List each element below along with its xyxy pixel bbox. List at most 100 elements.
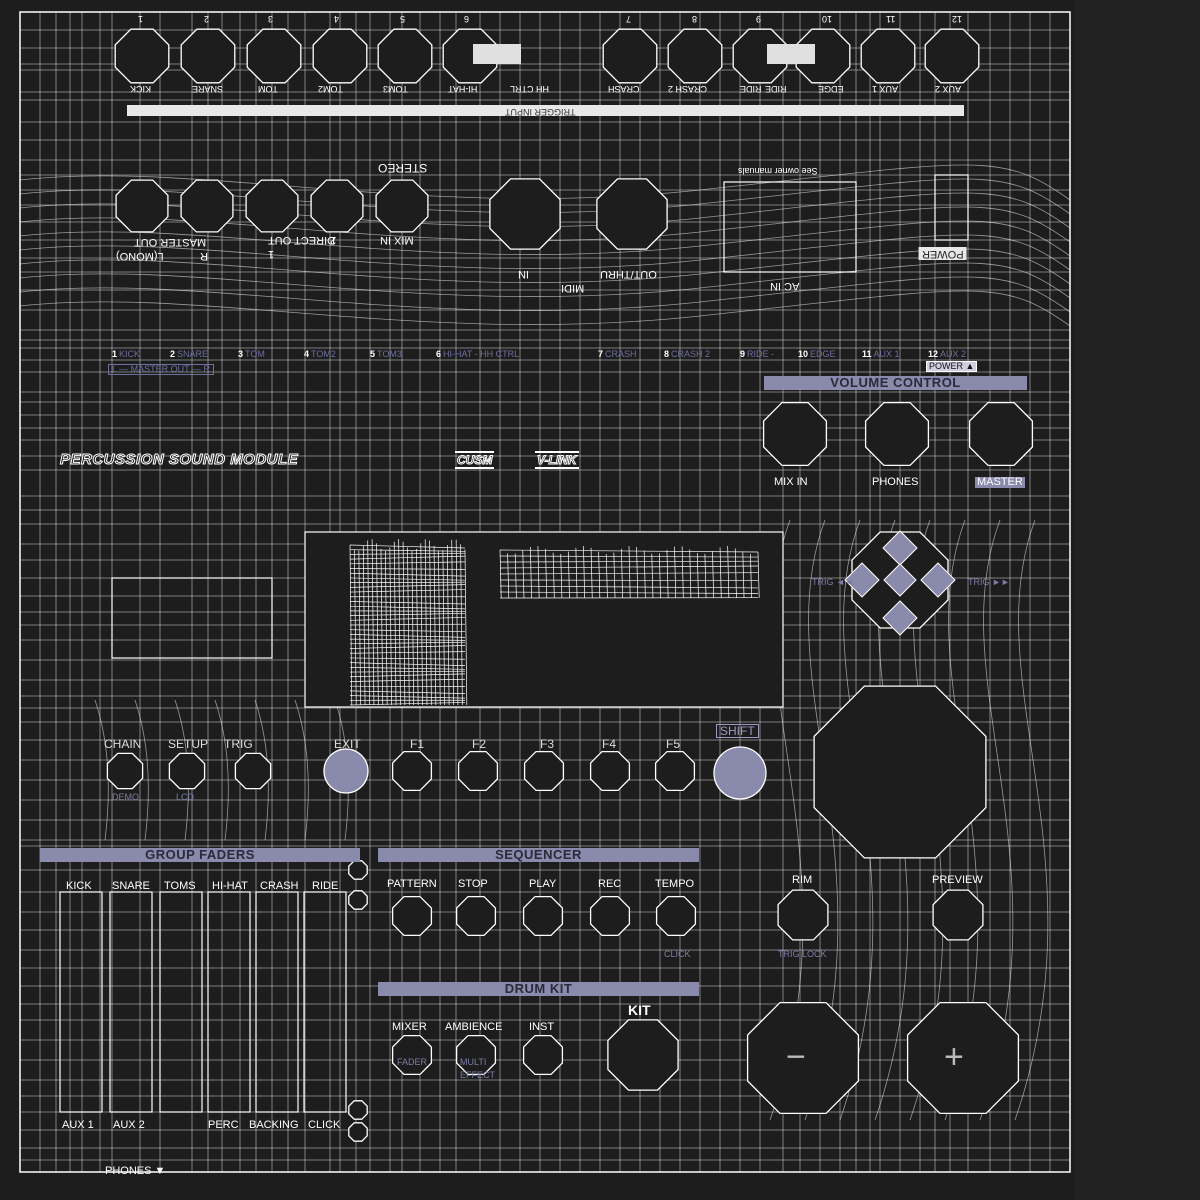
drum-kit-button[interactable] <box>522 1034 564 1076</box>
midi-in-port[interactable] <box>489 178 561 250</box>
channel-number: 5 <box>370 349 376 359</box>
fader-slot-hihat <box>207 891 251 1113</box>
drum-kit-button[interactable] <box>455 1034 497 1076</box>
cursor-right-button[interactable] <box>920 562 956 598</box>
kit-button[interactable] <box>607 1019 679 1091</box>
top-jack-number: 11 <box>886 14 896 24</box>
f-button[interactable] <box>654 750 696 792</box>
fader-connector[interactable] <box>348 1122 368 1142</box>
top-jack-label: EDGE <box>818 84 844 94</box>
cursor-left-button[interactable] <box>844 562 880 598</box>
owner-manuals-label: See owner manuals <box>738 166 818 176</box>
sequencer-button[interactable] <box>522 895 564 937</box>
function-button-label: F1 <box>410 737 425 751</box>
function-button[interactable] <box>234 752 272 790</box>
sequencer-button[interactable] <box>589 895 631 937</box>
kit-label: KIT <box>628 1002 651 1018</box>
drum-kit-button[interactable] <box>391 1034 433 1076</box>
channel-name: AUX 2 <box>940 349 967 359</box>
right-margin <box>1075 0 1200 1200</box>
preview-button[interactable] <box>932 889 984 941</box>
midi-in-label: IN <box>518 268 529 280</box>
channel-number: 4 <box>304 349 310 359</box>
exit-button[interactable] <box>323 748 369 794</box>
sequencer-button-label: TEMPO <box>655 878 695 890</box>
trigger-input-jack[interactable] <box>602 28 658 84</box>
minus-label: − <box>786 1038 806 1076</box>
trigger-input-jack[interactable] <box>114 28 170 84</box>
channel-name: AUX 1 <box>873 349 900 359</box>
f-button[interactable] <box>391 750 433 792</box>
top-jack-label: AUX 2 <box>935 84 962 94</box>
drum-kit-button-label: AMBIENCE <box>445 1021 503 1033</box>
function-button[interactable] <box>106 752 144 790</box>
rim-button[interactable] <box>777 889 829 941</box>
volume-knob[interactable] <box>762 401 828 467</box>
trigger-input-jack[interactable] <box>860 28 916 84</box>
channel-name: KICK <box>119 349 141 359</box>
trigger-input-jack[interactable] <box>312 28 368 84</box>
shift-button[interactable] <box>713 746 767 800</box>
plus-button[interactable] <box>906 1001 1020 1115</box>
sequencer-header: SEQUENCER <box>378 848 699 862</box>
top-jack-number: 5 <box>400 14 406 24</box>
value-dial[interactable] <box>813 685 987 859</box>
master-knob-label: MASTER <box>975 476 1025 488</box>
function-button-label: F5 <box>666 737 681 751</box>
sequencer-button[interactable] <box>455 895 497 937</box>
fader-connector[interactable] <box>348 1100 368 1120</box>
trigger-input-jack[interactable] <box>377 28 433 84</box>
direct-out-label: DIRECT OUT <box>268 234 336 246</box>
phones-knob-label: PHONES <box>872 476 919 488</box>
fader-slot-ride <box>303 891 347 1113</box>
fader-connector[interactable] <box>348 860 368 880</box>
f-button[interactable] <box>457 750 499 792</box>
top-jack-label: HI-HAT <box>448 84 478 94</box>
output-jack[interactable] <box>245 179 299 233</box>
fader-label: HI-HAT <box>212 880 248 892</box>
f-button[interactable] <box>523 750 565 792</box>
volume-knob[interactable] <box>968 401 1034 467</box>
function-button[interactable] <box>168 752 206 790</box>
trigger-input-jack[interactable] <box>442 28 498 84</box>
top-jack-label: TOM2 <box>318 84 343 94</box>
channel-name: RIDE - <box>747 349 775 359</box>
output-jack[interactable] <box>310 179 364 233</box>
trigger-input-jack[interactable] <box>667 28 723 84</box>
master-out-l-label: L(MONO) <box>116 250 164 262</box>
trigger-input-strip <box>127 105 964 116</box>
output-jack[interactable] <box>115 179 169 233</box>
phones-jack-label: PHONES ▼ <box>105 1165 166 1177</box>
top-jack-number: 4 <box>334 14 340 24</box>
power-label: POWER <box>919 247 967 260</box>
cursor-center-button[interactable] <box>883 563 917 597</box>
channel-number: 7 <box>598 349 604 359</box>
top-jack-label: SNARE <box>192 84 224 94</box>
sequencer-button[interactable] <box>391 895 433 937</box>
minus-button[interactable] <box>746 1001 860 1115</box>
channel-name: EDGE <box>810 349 836 359</box>
cursor-pad[interactable] <box>844 530 956 636</box>
fader-bottom-label: AUX 1 <box>62 1119 94 1131</box>
output-jack[interactable] <box>375 179 429 233</box>
screen-meshes <box>349 538 760 706</box>
shift-label: SHIFT <box>716 724 759 738</box>
trigger-input-jack[interactable] <box>924 28 980 84</box>
click-sub-label: CLICK <box>664 949 691 959</box>
trigger-input-jack[interactable] <box>732 28 788 84</box>
plus-label: + <box>944 1038 964 1076</box>
sequencer-button[interactable] <box>655 895 697 937</box>
output-jack[interactable] <box>180 179 234 233</box>
midi-out-thru-port[interactable] <box>596 178 668 250</box>
f-button[interactable] <box>589 750 631 792</box>
trigger-input-jack[interactable] <box>180 28 236 84</box>
power-switch <box>934 174 969 241</box>
volume-knob[interactable] <box>864 401 930 467</box>
trigger-input-jack[interactable] <box>246 28 302 84</box>
cursor-down-button[interactable] <box>882 600 918 636</box>
effect-sub-label: EFFECT <box>460 1070 495 1080</box>
function-button-label: CHAIN <box>104 737 142 751</box>
fader-connector[interactable] <box>348 890 368 910</box>
trig-lock-label: TRIG LOCK <box>778 949 827 959</box>
